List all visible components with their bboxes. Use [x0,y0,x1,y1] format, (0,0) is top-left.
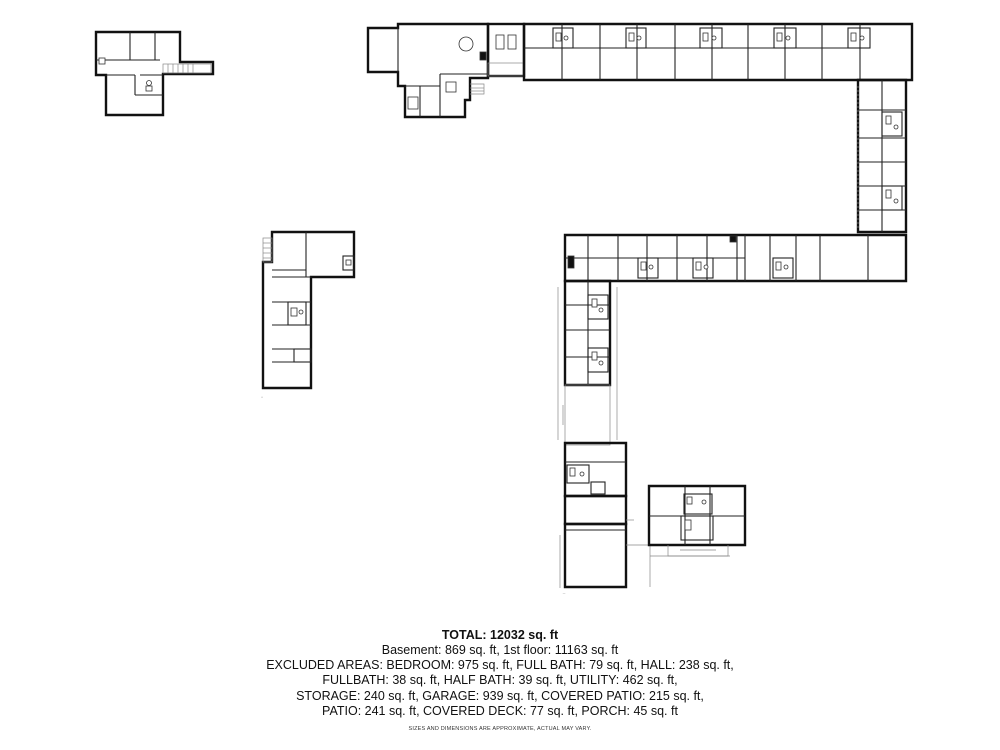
floor-plan-drawing: ⌂ [94,22,914,595]
total-area: TOTAL: 12032 sq. ft [441,628,559,642]
excluded-areas-line: EXCLUDED AREAS: BEDROOM: 975 sq. ft, FUL… [266,658,734,673]
area-summary: TOTAL: 12032 sq. ft Basement: 869 sq. ft… [0,627,1000,719]
basement-plan [94,30,215,117]
svg-text:—: — [563,592,566,595]
floor-areas: Basement: 869 sq. ft, 1st floor: 11163 s… [381,643,619,657]
excluded-areas-line: FULLBATH: 38 sq. ft, HALF BATH: 39 sq. f… [322,673,678,688]
svg-text:⌂: ⌂ [261,396,263,399]
disclaimer-note: SIZES AND DIMENSIONS ARE APPROXIMATE, AC… [408,726,592,732]
main-building-plan: — [366,22,914,595]
excluded-areas-line: PATIO: 241 sq. ft, COVERED DECK: 77 sq. … [322,703,678,718]
excluded-areas-line: STORAGE: 240 sq. ft, GARAGE: 939 sq. ft,… [296,688,704,703]
west-wing-plan: ⌂ [261,230,356,399]
